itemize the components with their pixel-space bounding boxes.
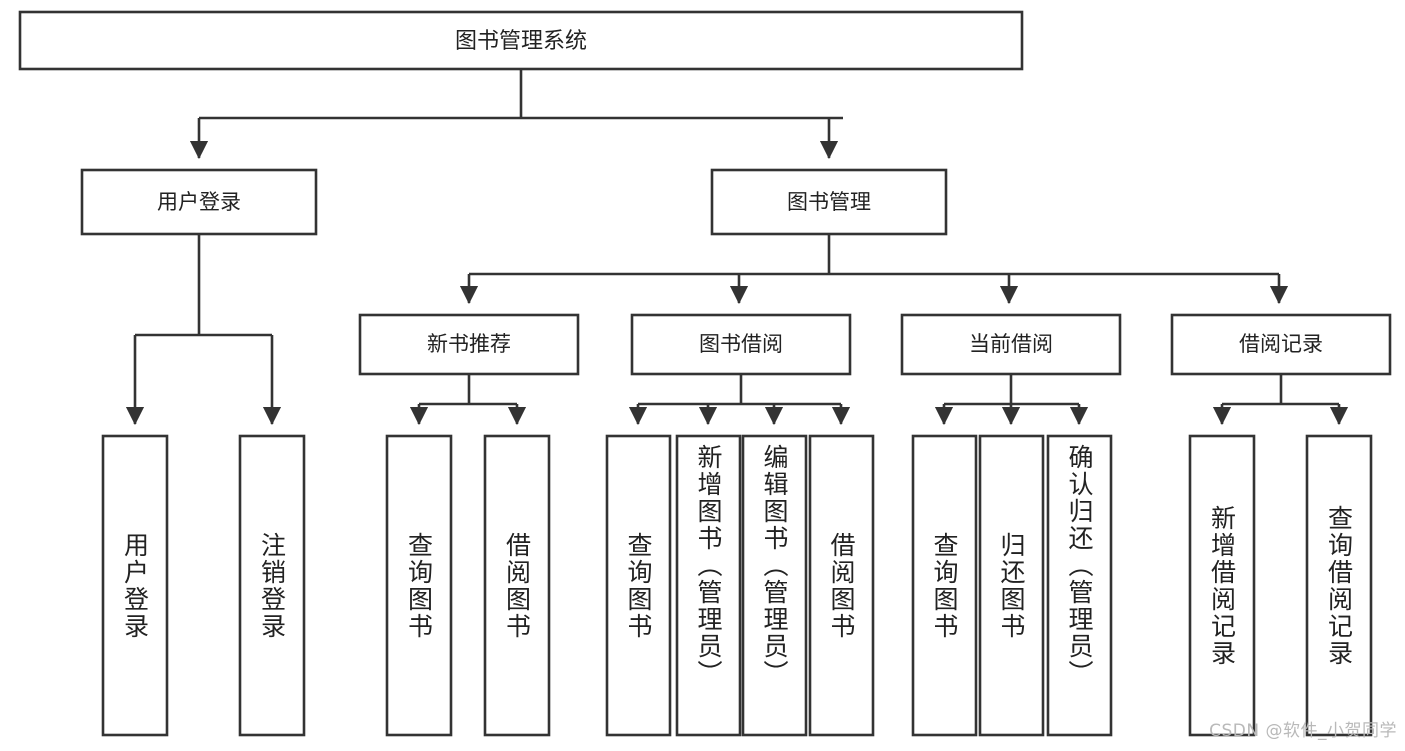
- node-borrow-record[interactable]: 借阅记录: [1170, 313, 1392, 376]
- node-user-login-box: [80, 168, 318, 236]
- node-root[interactable]: 图书管理系统: [18, 10, 1024, 71]
- leaf-box-add-book-admin[interactable]: [675, 434, 742, 737]
- leaf-box-borrow-book[interactable]: [808, 434, 875, 737]
- node-new-book-recommend[interactable]: 新书推荐: [358, 313, 580, 376]
- connector-book-management-to-level3: [459, 234, 1289, 305]
- node-current-borrow-box: [900, 313, 1122, 376]
- node-root-label: 图书管理系统: [455, 29, 587, 54]
- leaf-box-borrow-book-recommend[interactable]: [483, 434, 551, 737]
- connector-new-book-recommend-to-leaves: [409, 374, 527, 426]
- node-user-login-label: 用户登录: [157, 190, 241, 214]
- node-new-book-recommend-label: 新书推荐: [427, 332, 511, 356]
- leaf-box-query-book-borrow[interactable]: [605, 434, 672, 737]
- leaf-box-edit-book-admin[interactable]: [741, 434, 808, 737]
- leaf-box-query-book-recommend[interactable]: [385, 434, 453, 737]
- node-current-borrow[interactable]: 当前借阅: [900, 313, 1122, 376]
- node-book-borrow[interactable]: 图书借阅: [630, 313, 852, 376]
- leaf-box-query-book-current[interactable]: [911, 434, 978, 737]
- node-book-borrow-label: 图书借阅: [699, 332, 783, 356]
- node-book-management-label: 图书管理: [787, 190, 871, 214]
- connector-user-login-to-leaves: [125, 234, 282, 426]
- leaf-box-return-book[interactable]: [978, 434, 1045, 737]
- node-new-book-recommend-box: [358, 313, 580, 376]
- leaf-box-user-login[interactable]: [101, 434, 169, 737]
- leaf-box-user-logout[interactable]: [238, 434, 306, 737]
- node-book-management[interactable]: 图书管理: [710, 168, 948, 236]
- connector-book-borrow-to-leaves: [628, 374, 851, 426]
- leaf-box-query-borrow-record[interactable]: [1305, 434, 1373, 737]
- connector-borrow-record-to-leaves: [1212, 374, 1349, 426]
- node-user-login[interactable]: 用户登录: [80, 168, 318, 236]
- leaf-box-confirm-return-admin[interactable]: [1046, 434, 1113, 737]
- connector-root-to-level2: [189, 69, 843, 160]
- csdn-watermark: CSDN @软件_小贺同学: [1209, 721, 1397, 741]
- node-current-borrow-label: 当前借阅: [969, 332, 1053, 356]
- connector-current-borrow-to-leaves: [934, 374, 1089, 426]
- node-borrow-record-label: 借阅记录: [1239, 332, 1323, 356]
- node-root-box: [18, 10, 1024, 71]
- leaf-box-add-borrow-record[interactable]: [1188, 434, 1256, 737]
